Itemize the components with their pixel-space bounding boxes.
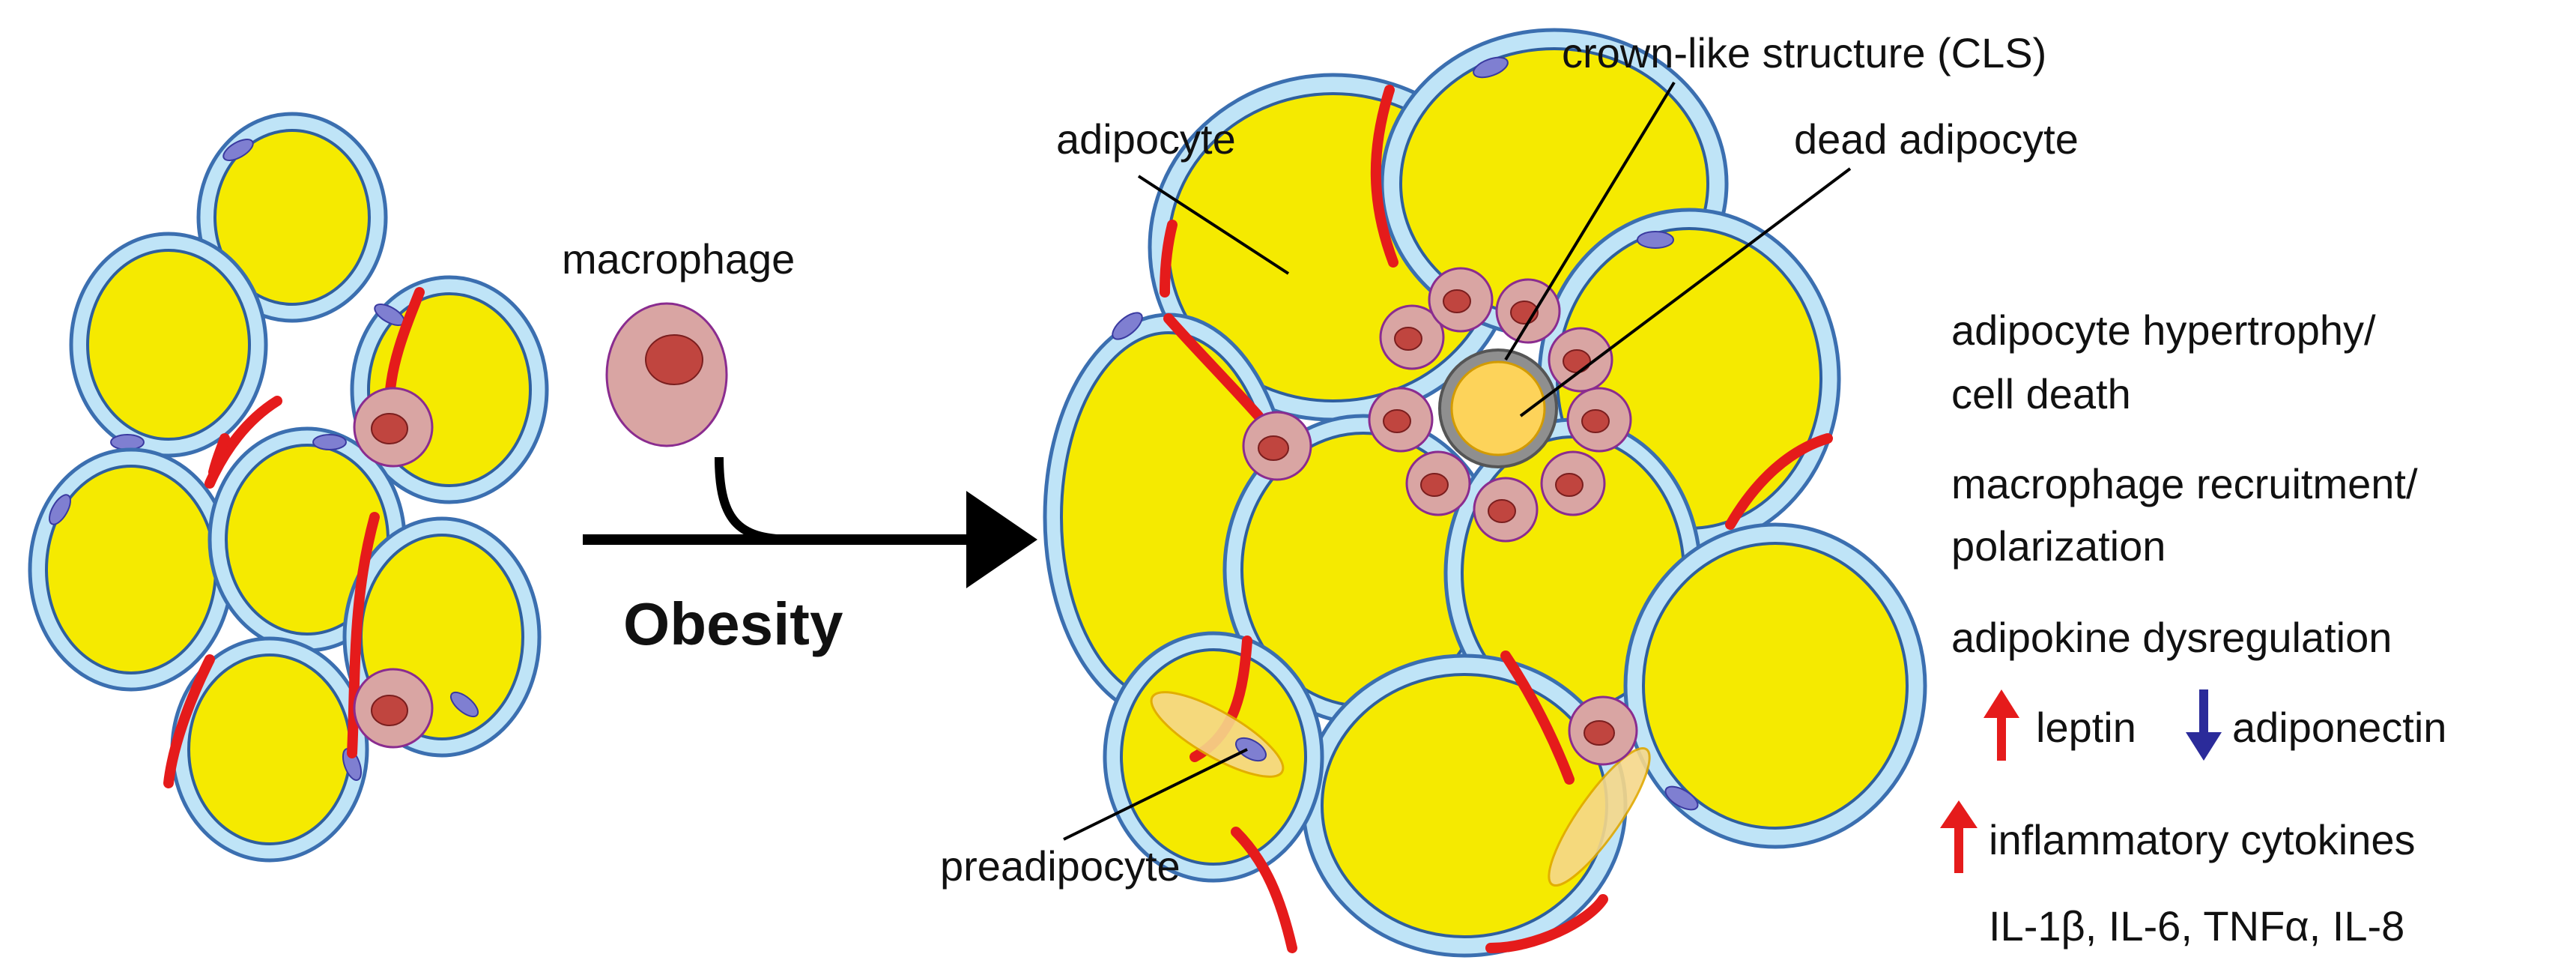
lean-adipose-tissue [28,112,549,863]
down-arrow-icon [2186,689,2222,761]
cytokine-list-text: IL-1β, IL-6, TNFα, IL-8 [1989,902,2404,950]
blood-vessel [1231,827,1297,953]
obesity-arrow [583,456,1037,588]
macrophage [1379,304,1445,370]
up-arrow-icon [1940,800,1978,873]
adiponectin-text: adiponectin [2232,704,2446,751]
macrophage-recruitment-text-2: polarization [1951,522,2166,570]
blood-vessel [208,433,230,477]
macrophage [1568,695,1638,766]
blood-vessel [347,512,380,758]
macrophage [1405,450,1471,516]
inflammatory-cytokines-text: inflammatory cytokines [1989,816,2416,863]
cls-label: crown-like structure (CLS) [1562,29,2046,76]
blood-vessel [1163,313,1264,421]
consequences-list: adipocyte hypertrophy/ cell death macrop… [1940,307,2446,950]
blood-vessel [163,654,215,788]
free-macrophage [605,302,728,447]
blood-vessel [1725,433,1833,530]
adipocyte [196,112,388,323]
dead-adipocyte-label: dead adipocyte [1794,115,2079,163]
leptin-text: leptin [2036,704,2136,751]
adipocyte [1301,653,1628,958]
macrophage [1540,450,1606,516]
macrophage-recruitment-text-1: macrophage recruitment/ [1951,460,2418,507]
adipocyte [170,636,369,863]
macrophage [1428,267,1494,333]
macrophage [1566,387,1632,453]
dead-adipocyte-leader [1519,167,1852,417]
cls-leader [1504,81,1676,361]
macrophage [353,387,434,468]
blood-vessel [1370,85,1398,268]
adipocyte-leader [1137,175,1290,275]
preadipocyte-label: preadipocyte [940,842,1181,890]
macrophage [1548,327,1613,393]
obese-adipose-tissue [1043,28,1927,958]
macrophage [1368,387,1434,453]
macrophage [1473,477,1539,543]
preadipocyte [1150,691,1285,778]
macrophage [1242,411,1312,481]
up-arrow-icon [1983,689,2019,761]
dead-adipocyte [1450,360,1546,456]
hypertrophy-text-2: cell death [1951,370,2131,417]
hypertrophy-text-1: adipocyte hypertrophy/ [1951,307,2376,354]
adipocyte [69,232,268,458]
preadipocyte [1548,746,1651,887]
crown-like-structure [1368,267,1632,543]
adipocyte [1623,522,1927,849]
obesity-label: Obesity [623,591,843,657]
adipokine-text: adipokine dysregulation [1951,614,2392,661]
preadipocyte-leader [1063,748,1248,841]
macrophage [353,668,434,749]
adipocyte [28,447,234,692]
macrophage-label: macrophage [562,235,795,283]
blood-vessel [1485,894,1608,953]
blood-vessel [1160,220,1178,298]
adipocyte-label: adipocyte [1056,115,1236,163]
blood-vessel [1500,651,1575,785]
